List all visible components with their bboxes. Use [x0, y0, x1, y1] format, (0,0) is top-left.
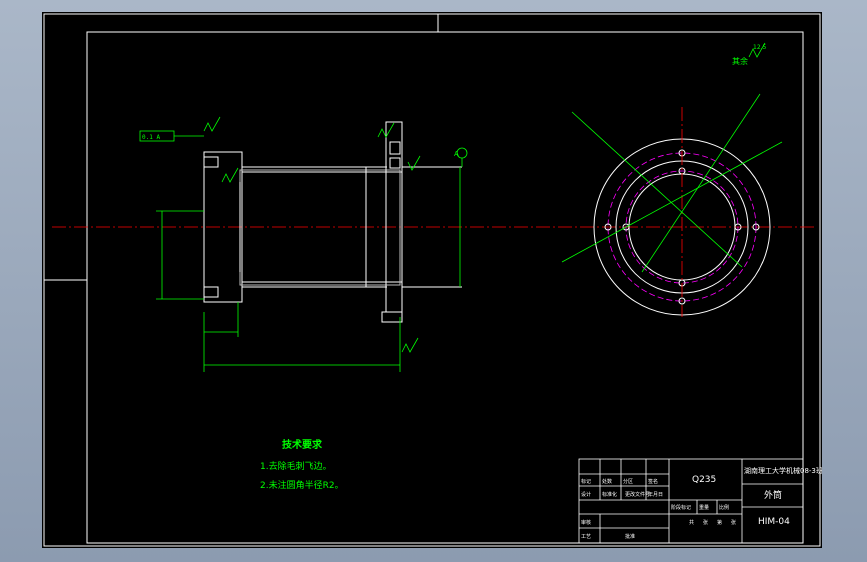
technical-requirements: 技术要求 1.去除毛刺飞边。 2.未注圆角半径R2。 — [260, 438, 344, 491]
right-flange-foot — [381, 311, 403, 323]
roughness-note: 其余 12.5 — [732, 42, 767, 66]
roughness-symbol-2 — [377, 122, 395, 138]
tb-cell-approve: 批准 — [625, 533, 635, 540]
tb-cell-review: 审核 — [581, 519, 591, 526]
front-view — [203, 121, 462, 323]
roughness-symbol-1 — [203, 116, 221, 132]
pitch-circle-outer — [607, 152, 757, 302]
tb-cell-sheets: 张 — [703, 519, 708, 526]
roughness-note-label: 其余 — [732, 56, 748, 66]
tb-cell-nth: 第 — [717, 519, 722, 526]
recess-outline — [239, 169, 401, 286]
tb-cell-stage: 阶段标记 — [671, 504, 691, 511]
tb-cell-weight: 重量 — [699, 504, 709, 511]
tb-cell-design: 设计 — [581, 491, 591, 498]
drawing-canvas[interactable]: A 0.1 A — [42, 12, 822, 548]
roughness-symbol-3 — [401, 337, 419, 353]
tb-cell-zone: 分区 — [623, 478, 633, 485]
tech-req-item-1: 1.去除毛刺飞边。 — [260, 460, 332, 472]
tb-cell-process: 工艺 — [581, 534, 591, 540]
tb-school: 湖南理工大学机械08-3班 — [744, 466, 822, 475]
outer-frame — [43, 13, 821, 547]
tb-cell-date: 年月日 — [648, 491, 663, 498]
tech-req-title: 技术要求 — [282, 438, 323, 451]
inner-frame — [86, 31, 804, 544]
roughness-symbol-4 — [221, 167, 239, 183]
tb-cell-mark: 标记 — [581, 478, 591, 485]
bolt-hole-top-right-2 — [389, 157, 401, 169]
tb-part-name: 外筒 — [764, 489, 782, 501]
title-block — [578, 458, 804, 544]
flange-hole-bottom — [678, 297, 686, 305]
leader-diagonal-3 — [641, 93, 761, 273]
left-flange — [203, 151, 243, 303]
tb-cell-change: 更改文件号 — [625, 491, 650, 498]
inner-hole-left — [622, 223, 630, 231]
tb-cell-standard: 标准化 — [602, 491, 617, 498]
tb-material: Q235 — [692, 475, 716, 485]
roughness-note-symbol — [748, 42, 766, 58]
front-dimensions — [139, 116, 468, 372]
engineering-drawing: A 0.1 A — [43, 13, 822, 547]
bolt-hole-top-left — [203, 156, 219, 168]
side-view — [561, 93, 783, 317]
title-block-frame — [578, 458, 804, 544]
tb-cell-sheet: 张 — [731, 519, 736, 526]
tb-cell-count: 处数 — [602, 478, 612, 485]
tech-req-item-2: 2.未注圆角半径R2。 — [260, 479, 344, 491]
flange-hole-left — [604, 223, 612, 231]
tolerance-text: 0.1 A — [142, 134, 160, 141]
roughness-note-value: 12.5 — [753, 44, 767, 51]
flange-hole-right — [752, 223, 760, 231]
bolt-hole-bottom-left — [203, 286, 219, 298]
sheet-border — [43, 13, 821, 547]
leader-diagonal-1 — [571, 111, 743, 268]
tb-cell-sign: 签名 — [648, 478, 658, 485]
datum-label: A — [454, 150, 459, 158]
leader-diagonal-2 — [561, 141, 783, 263]
tb-cell-total: 共 — [689, 519, 694, 526]
inner-hole-right — [734, 223, 742, 231]
tb-small-labels: 设计 标准化 审核 工艺 批准 标记 处数 分区 更改文件号 签名 年月日 阶段… — [581, 478, 736, 540]
tb-cell-scale: 比例 — [719, 504, 729, 511]
bolt-hole-top-right — [389, 141, 401, 155]
roughness-symbol-5 — [407, 155, 421, 171]
tb-drawing-number: HIM-04 — [758, 517, 790, 527]
